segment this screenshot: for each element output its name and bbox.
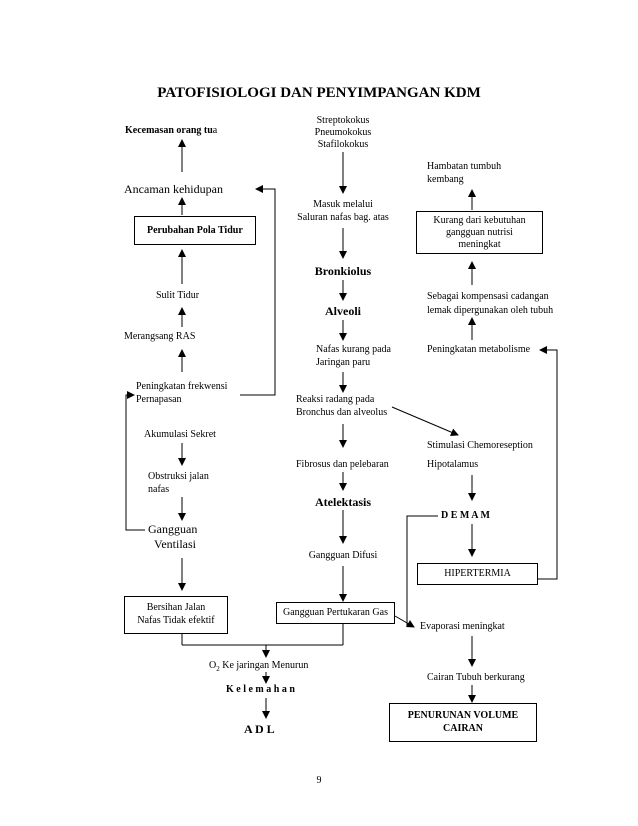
box-kurang-line1: Kurang dari kebutuhan — [433, 215, 526, 226]
node-bakteri-line1: Streptokokus — [316, 115, 370, 126]
node-hambatan-line2: kembang — [427, 174, 464, 185]
node-o2-subscript: 2 — [216, 665, 220, 673]
arrow-ventilasi-loop-to-frekwensi — [125, 391, 145, 531]
box-gangguan-pertukaran-gas: Gangguan Pertukaran Gas — [276, 602, 395, 624]
node-akumulasi-sekret: Akumulasi Sekret — [144, 429, 216, 440]
node-atelektasis: Atelektasis — [315, 495, 371, 509]
arrow-frekwensi-to-ancaman — [240, 185, 276, 396]
node-demam: D E M A M — [441, 510, 490, 521]
node-kecemasan: Kecemasan orang tua — [125, 125, 217, 137]
node-peningkatan-frekwensi-line2: Pernapasan — [136, 394, 182, 405]
page-title: PATOFISIOLOGI DAN PENYIMPANGAN KDM — [157, 85, 481, 101]
box-hipertermia-text: HIPERTERMIA — [444, 568, 511, 579]
node-o2-symbol: O — [209, 660, 217, 671]
node-bakteri-line3: Stafilokokus — [317, 139, 369, 150]
node-nafas-kurang-line1: Nafas kurang pada — [316, 344, 391, 355]
box-penurunan-volume-cairan: PENURUNAN VOLUME CAIRAN — [389, 703, 537, 742]
box-bersihan-line2: Nafas Tidak efektif — [137, 615, 215, 626]
box-kurang-line2: gangguan nutrisi — [446, 227, 513, 238]
box-kurang-line3: meningkat — [458, 239, 501, 250]
node-merangsang-ras: Merangsang RAS — [124, 331, 196, 342]
box-perubahan-pola-tidur-text: Perubahan Pola Tidur — [147, 225, 243, 236]
arrow-hipertermia-to-metabolisme — [538, 346, 558, 580]
node-stimulasi-chemoreseption: Stimulasi Chemoreseption — [427, 440, 533, 451]
node-evaporasi: Evaporasi meningkat — [420, 621, 505, 632]
node-hambatan-line1: Hambatan tumbuh — [427, 161, 502, 172]
node-reaksi-radang-line1: Reaksi radang pada — [296, 394, 375, 405]
box-bersihan-line1: Bersihan Jalan — [146, 602, 206, 613]
node-fibrosus: Fibrosus dan pelebaran — [296, 459, 389, 470]
node-obstruksi-line1: Obstruksi jalan — [148, 471, 209, 482]
node-kompensasi-line1: Sebagai kompensasi cadangan — [427, 291, 549, 302]
node-kecemasan-suffix: a — [212, 125, 218, 136]
box-hipertermia: HIPERTERMIA — [417, 563, 538, 585]
node-gangguan-ventilasi-line2: Ventilasi — [154, 537, 196, 551]
arrow-reaksi-to-stimulasi — [391, 406, 459, 436]
node-masuk-line1: Masuk melalui — [313, 199, 373, 210]
node-gangguan-ventilasi-line1: Gangguan — [148, 522, 198, 536]
node-bronkiolus: Bronkiolus — [314, 264, 372, 278]
node-masuk-line2: Saluran nafas bag. atas — [297, 212, 389, 223]
box-pertukaran-text: Gangguan Pertukaran Gas — [283, 607, 388, 618]
box-penurunan-line1: PENURUNAN VOLUME — [407, 710, 519, 721]
arrow-pertukaran-to-evaporasi — [394, 615, 415, 628]
node-kompensasi-line2: lemak dipergunakan oleh tubuh — [427, 305, 554, 316]
node-kecemasan-text: Kecemasan orang tu — [125, 125, 213, 136]
box-kurang-kebutuhan: Kurang dari kebutuhan gangguan nutrisi m… — [416, 211, 543, 254]
node-o2-jaringan: O2 Ke jaringan Menurun — [209, 660, 308, 675]
node-cairan-tubuh: Cairan Tubuh berkurang — [427, 672, 525, 683]
node-bakteri-line2: Pneumokokus — [314, 127, 372, 138]
box-bersihan-jalan-nafas: Bersihan Jalan Nafas Tidak efektif — [124, 596, 228, 634]
node-peningkatan-metabolisme: Peningkatan metabolisme — [427, 344, 531, 355]
node-alveoli: Alveoli — [325, 304, 361, 318]
box-perubahan-pola-tidur: Perubahan Pola Tidur — [134, 216, 256, 245]
node-o2-text: Ke jaringan Menurun — [219, 660, 309, 671]
box-penurunan-line2: CAIRAN — [443, 723, 483, 734]
node-reaksi-radang-line2: Bronchus dan alveolus — [296, 407, 388, 418]
node-kelemahan: K e l e m a h a n — [226, 684, 295, 695]
page-number: 9 — [316, 775, 322, 786]
node-peningkatan-frekwensi-line1: Peningkatan frekwensi — [136, 381, 228, 392]
node-adl: A D L — [244, 722, 275, 736]
node-obstruksi-line2: nafas — [148, 484, 170, 495]
node-gangguan-difusi: Gangguan Difusi — [308, 550, 378, 561]
node-ancaman-kehidupan: Ancaman kehidupan — [124, 182, 223, 196]
line-evaporasi-to-demam — [406, 515, 438, 626]
node-hipotalamus: Hipotalamus — [427, 459, 479, 470]
node-nafas-kurang-line2: Jaringan paru — [316, 357, 371, 368]
node-sulit-tidur: Sulit Tidur — [156, 290, 200, 301]
